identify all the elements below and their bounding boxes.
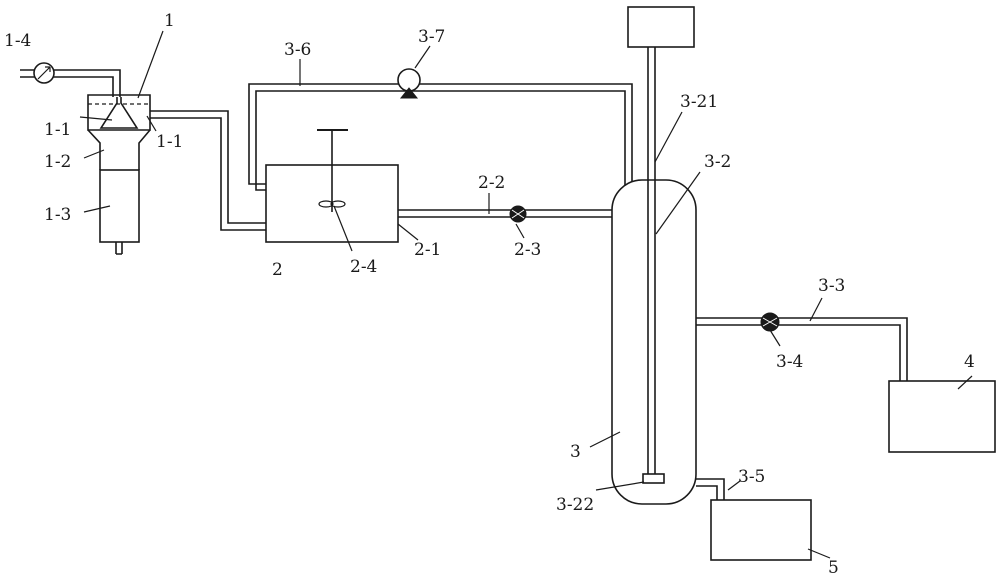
label-1-4: 1-4 (4, 31, 31, 51)
top-vessel (627, 6, 695, 48)
unit-2-mixing-tank (248, 68, 633, 243)
label-3-4: 3-4 (776, 352, 803, 372)
label-2-3: 2-3 (514, 240, 541, 260)
tank-5 (710, 499, 812, 561)
label-2: 2 (272, 260, 283, 280)
label-3-2: 3-2 (704, 152, 731, 172)
labels: 1 1-4 1-1 1-1 1-2 1-3 3-6 3-7 2-2 2 2-4 … (4, 11, 975, 578)
label-3: 3 (570, 442, 581, 462)
unit-3-column (611, 6, 908, 505)
label-3-21: 3-21 (680, 92, 718, 112)
label-3-6: 3-6 (284, 40, 311, 60)
leader-lines (79, 30, 973, 559)
label-3-5: 3-5 (738, 467, 765, 487)
label-1-3: 1-3 (44, 205, 71, 225)
filter-media (99, 169, 140, 243)
label-1-2: 1-2 (44, 152, 71, 172)
label-1-1-right: 1-1 (156, 132, 183, 152)
label-4: 4 (964, 352, 975, 372)
label-1-1-left: 1-1 (44, 120, 71, 140)
label-5: 5 (828, 558, 839, 578)
label-2-2: 2-2 (478, 173, 505, 193)
agitator-blade-icon (318, 200, 334, 208)
label-3-3: 3-3 (818, 276, 845, 296)
bottom-nozzle (642, 473, 665, 484)
tank-4 (888, 380, 996, 453)
unit-1-filter (20, 62, 266, 255)
label-1: 1 (164, 11, 175, 31)
label-3-22: 3-22 (556, 495, 594, 515)
label-2-4: 2-4 (350, 257, 377, 277)
label-2-1: 2-1 (414, 240, 441, 260)
label-3-7: 3-7 (418, 27, 445, 47)
